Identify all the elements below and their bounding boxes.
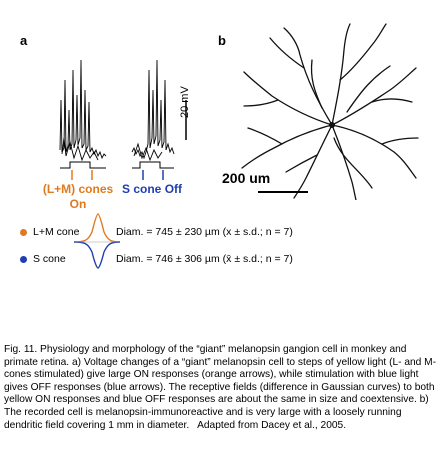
lm-label-line2: On — [69, 197, 87, 211]
s-label-line2: Off — [164, 182, 183, 196]
legend-lm: L+M cone — [20, 226, 79, 238]
s-cone-off-label: S cone Off — [122, 182, 182, 197]
panel-b-label: b — [218, 33, 226, 48]
dendrite-1 — [283, 27, 333, 126]
s-gaussian-curve — [74, 241, 120, 269]
blue-dot-icon — [20, 255, 27, 263]
legend-lm-name: L+M cone — [33, 226, 80, 238]
figure-caption: Fig. 11. Physiology and morphology of th… — [4, 344, 438, 431]
s-response-trace — [131, 59, 175, 162]
legend-lm-diam: Diam. = 745 ± 230 µm (x ± s.d.; n = 7) — [116, 226, 293, 238]
s-stimulus-step — [132, 161, 174, 169]
lm-gaussian-curve — [74, 213, 120, 243]
voltage-traces — [59, 59, 187, 180]
lm-label-line1: (L+M) cones — [42, 182, 114, 196]
lm-cones-on-label: (L+M) cones On — [38, 182, 118, 212]
legend-s-diam: Diam. = 746 ± 306 µm (x̄ ± s.d.; n = 7) — [116, 253, 293, 265]
scale-bar-200um-label: 200 um — [222, 170, 271, 186]
gaussian-curves — [74, 213, 120, 269]
legend-s-name: S cone — [33, 253, 66, 265]
dendritic-tree-drawing — [241, 23, 419, 200]
panel-a-label: a — [20, 33, 28, 48]
s-label-line1: S cone — [122, 182, 162, 196]
orange-dot-icon — [20, 228, 27, 236]
legend-s: S cone — [20, 253, 66, 265]
cell-soma — [329, 122, 335, 128]
lm-stimulus-step — [60, 161, 106, 169]
lm-response-trace — [59, 59, 107, 162]
scale-bar-20mv-label: 20 mV — [179, 86, 191, 118]
